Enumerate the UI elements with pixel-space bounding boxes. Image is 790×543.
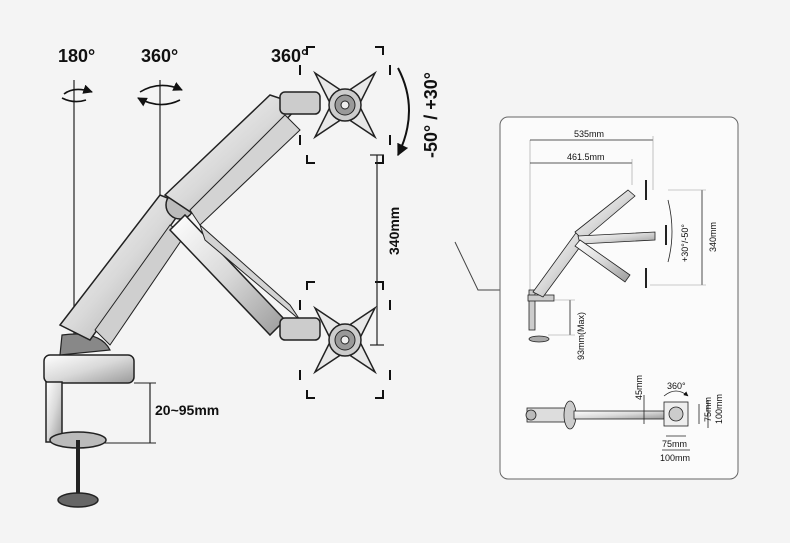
arm-rotation-arrow-icon	[139, 82, 183, 93]
height-label: 340mm	[386, 207, 402, 255]
reach-arm-label: 461.5mm	[567, 152, 605, 162]
inset-rotation-label: 360°	[667, 381, 686, 391]
inset-height-label: 340mm	[708, 222, 718, 252]
upper-arm-top	[163, 94, 302, 216]
spec-inset: 535mm 461.5mm +30°/-50° 340mm 93mm(Max)	[499, 116, 739, 480]
inset-panel	[499, 116, 739, 480]
arm-rotation-label: 360°	[141, 46, 178, 66]
callout-line	[454, 241, 500, 291]
arm-rotation-arrow-back-icon	[137, 97, 181, 107]
base-rotation-label: 180°	[58, 46, 95, 66]
clamp-range-label: 20~95mm	[155, 402, 219, 418]
bottom-head-joint	[279, 317, 321, 341]
base-rotation-arrow-icon	[63, 84, 93, 95]
reach-total-label: 535mm	[574, 129, 604, 139]
vesa-100-h-label: 100mm	[660, 453, 690, 463]
head-rotation-label: 360°	[271, 46, 308, 66]
inset-clamp-label: 93mm(Max)	[576, 312, 586, 360]
inset-tilt-label: +30°/-50°	[680, 224, 690, 262]
mini-top-view	[525, 390, 689, 430]
upper-arm-top-spring	[189, 114, 301, 226]
base-rotation-arc	[61, 97, 87, 103]
desk-clamp	[43, 333, 135, 508]
inset-pole-offset-label: 45mm	[634, 375, 644, 400]
vesa-100-v-label: 100mm	[714, 394, 724, 424]
upper-arm-bottom	[168, 213, 287, 337]
top-head-joint	[279, 91, 321, 115]
tilt-label: -50° / +30°	[421, 72, 441, 158]
mini-side-view	[527, 180, 667, 343]
main-view: 180° 360° 360° -50° / +30° 340mm 20~95mm	[43, 46, 441, 508]
vesa-75-v-label: 75mm	[703, 397, 713, 422]
tilt-arc-icon	[397, 67, 410, 157]
vesa-75-h-label: 75mm	[662, 439, 687, 449]
